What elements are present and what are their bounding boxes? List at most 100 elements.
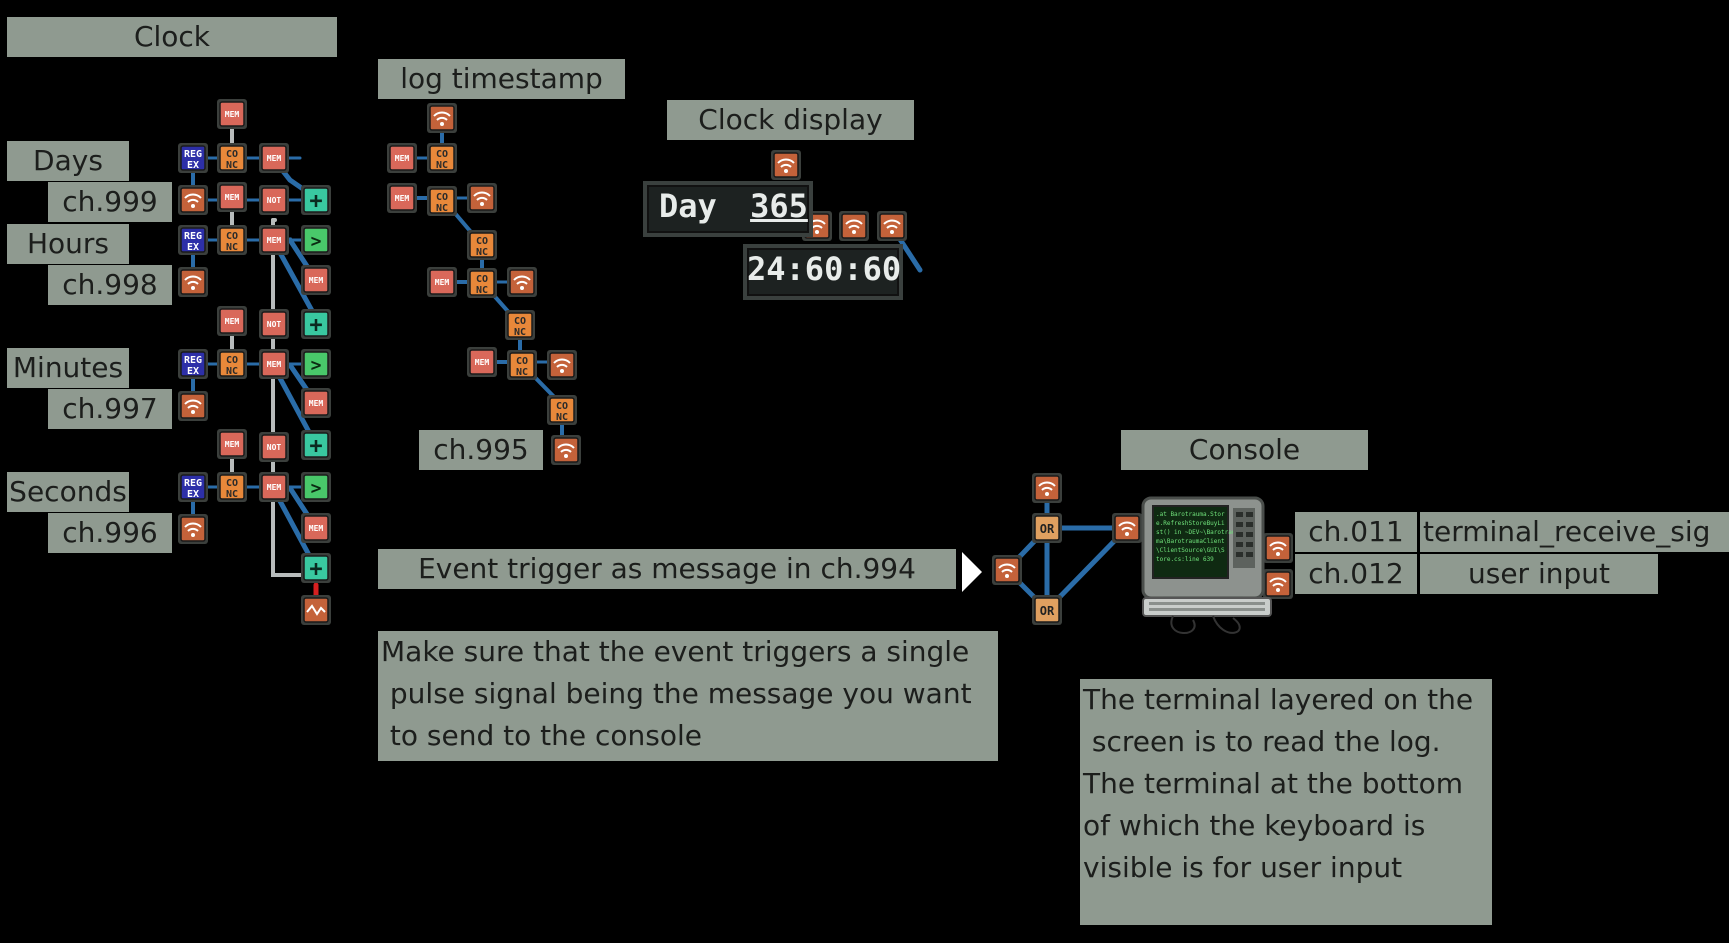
chip-label: CO — [436, 149, 448, 160]
chip-label: MEM — [267, 360, 282, 369]
wifi-icon[interactable] — [992, 555, 1022, 585]
wifi-icon[interactable] — [551, 435, 581, 465]
event-trigger-label: Event trigger as message in ch.994 — [378, 549, 956, 589]
memory-chip[interactable]: MEM — [259, 225, 289, 255]
memory-chip[interactable]: MEM — [217, 429, 247, 459]
terminal-monitor-icon[interactable]: .at Barotrauma.Stor e.RefreshStoreBuyLi … — [1141, 496, 1265, 606]
wifi-icon[interactable] — [467, 183, 497, 213]
chip-label: > — [311, 355, 322, 376]
terminal-note: The terminal layered on the screen is to… — [1080, 679, 1492, 925]
adder-chip[interactable]: + — [301, 553, 331, 583]
memory-chip[interactable]: MEM — [217, 182, 247, 212]
wifi-icon[interactable] — [1032, 473, 1062, 503]
or-chip[interactable]: OR — [1032, 595, 1062, 625]
chip-label: NC — [226, 242, 238, 253]
wifi-icon[interactable] — [178, 391, 208, 421]
chip-label: CO — [556, 401, 568, 412]
memory-chip[interactable]: MEM — [259, 472, 289, 502]
chip-label: NOT — [267, 196, 282, 205]
chip-label: MEM — [309, 399, 324, 408]
memory-chip[interactable]: MEM — [259, 349, 289, 379]
chip-label: EX — [187, 489, 199, 500]
adder-chip[interactable]: + — [301, 430, 331, 460]
chip-label: MEM — [435, 278, 450, 287]
chip-label: NC — [436, 203, 448, 214]
wifi-icon[interactable] — [178, 185, 208, 215]
memory-chip[interactable]: MEM — [217, 306, 247, 336]
memory-chip[interactable]: MEM — [259, 143, 289, 173]
adder-chip[interactable]: + — [301, 309, 331, 339]
chip-label: NC — [476, 285, 488, 296]
not-chip[interactable]: NOT — [259, 432, 289, 462]
wifi-icon[interactable] — [178, 267, 208, 297]
oscillator-icon[interactable] — [301, 595, 331, 625]
not-chip[interactable]: NOT — [259, 185, 289, 215]
chip-label: CO — [226, 149, 238, 160]
minutes-channel: ch.997 — [48, 389, 172, 429]
chip-label: NC — [556, 412, 568, 423]
chip-label: CO — [226, 231, 238, 242]
memory-chip[interactable]: MEM — [467, 347, 497, 377]
memory-chip[interactable]: MEM — [301, 388, 331, 418]
wifi-icon[interactable] — [547, 350, 577, 380]
hours-channel: ch.998 — [48, 265, 172, 305]
greater-than-chip[interactable]: > — [301, 225, 331, 255]
seconds-channel: ch.996 — [48, 513, 172, 553]
wifi-icon[interactable] — [178, 514, 208, 544]
svg-text:.at Barotrauma.Stor: .at Barotrauma.Stor — [1156, 511, 1225, 518]
wifi-icon[interactable] — [427, 103, 457, 133]
chip-label: REG — [184, 355, 202, 366]
wifi-icon[interactable] — [1263, 533, 1293, 563]
chip-label: NC — [226, 366, 238, 377]
greater-than-chip[interactable]: > — [301, 349, 331, 379]
wifi-icon[interactable] — [1112, 513, 1142, 543]
memory-chip[interactable]: MEM — [301, 265, 331, 295]
chip-label: CO — [436, 192, 448, 203]
not-chip[interactable]: NOT — [259, 309, 289, 339]
chip-label: MEM — [225, 440, 240, 449]
wifi-icon[interactable] — [507, 267, 537, 297]
adder-chip[interactable]: + — [301, 185, 331, 215]
console-signal-2: user input — [1420, 554, 1658, 594]
hours-label: Hours — [7, 224, 129, 264]
chip-label: REG — [184, 231, 202, 242]
chip-label: MEM — [395, 154, 410, 163]
chip-label: MEM — [309, 276, 324, 285]
chip-label: NC — [516, 367, 528, 378]
memory-chip[interactable]: MEM — [387, 183, 417, 213]
event-note: Make sure that the event triggers a sing… — [378, 631, 998, 761]
or-chip[interactable]: OR — [1032, 513, 1062, 543]
memory-chip[interactable]: MEM — [217, 99, 247, 129]
wifi-icon[interactable] — [1263, 569, 1293, 599]
memory-chip[interactable]: MEM — [387, 143, 417, 173]
wire — [480, 360, 564, 450]
chips-layer: MEMREGEXCONCMEMREGEXCONCMEMREGEXCONCMEMR… — [178, 99, 1293, 625]
console-title: Console — [1121, 430, 1368, 470]
wifi-icon[interactable] — [771, 150, 801, 180]
memory-chip[interactable]: MEM — [427, 267, 457, 297]
wifi-icon[interactable] — [877, 211, 907, 241]
chip-label: EX — [187, 366, 199, 377]
console-channel-2: ch.012 — [1295, 554, 1417, 594]
wifi-icon[interactable] — [839, 211, 869, 241]
greater-than-chip[interactable]: > — [301, 472, 331, 502]
keyboard-icon[interactable] — [1142, 597, 1272, 634]
memory-chip[interactable]: MEM — [301, 513, 331, 543]
play-arrow-icon[interactable] — [962, 552, 982, 592]
chip-label: MEM — [267, 483, 282, 492]
